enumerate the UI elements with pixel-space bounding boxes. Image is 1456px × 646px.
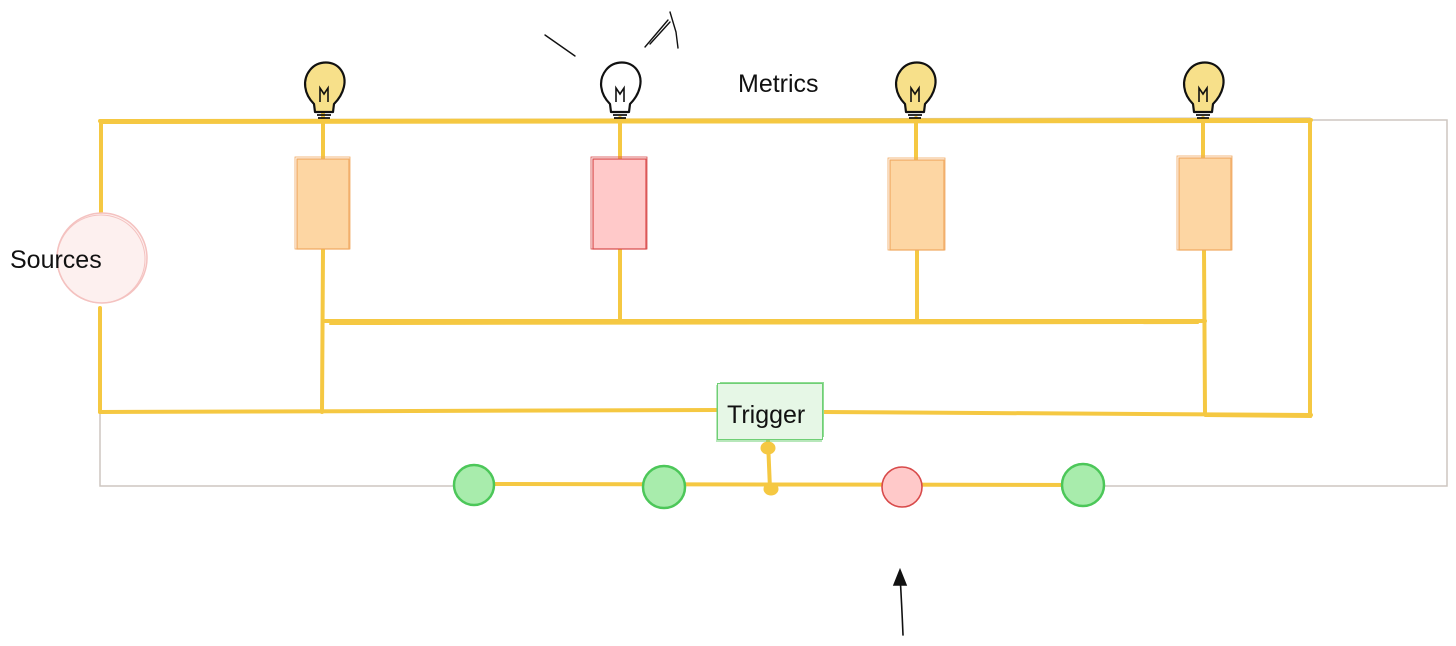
sources-label: Sources: [10, 246, 102, 274]
wire-middle-bus-sketch: [329, 322, 1199, 325]
yellow-wires: [98, 106, 1313, 491]
sources-circle-sketch: [56, 214, 146, 304]
resistor-group: [294, 155, 1233, 251]
resistor-3-sketch: [887, 157, 946, 251]
sources-node[interactable]: [56, 212, 148, 304]
indicator-4[interactable]: [1060, 462, 1106, 508]
outline-left-loop: [99, 413, 456, 487]
wire-bottom-bus-right-sketch: [1204, 415, 1312, 418]
resistor-3[interactable]: [889, 159, 945, 251]
stray-stroke-left: [544, 34, 576, 57]
sketch-strokes: [544, 11, 679, 57]
junction-dots: [760, 441, 779, 496]
junction-dot-upper: [760, 441, 776, 455]
wire-branch-1-bottom: [320, 248, 325, 414]
bulb-group: [304, 61, 1225, 119]
wire-indicator-bus: [473, 482, 1085, 487]
arrow-up-icon: [892, 567, 908, 636]
metrics-label: Metrics: [738, 70, 819, 98]
trigger-box[interactable]: [717, 383, 823, 440]
wire-bottom-bus-right: [821, 410, 1313, 417]
indicator-group: [452, 462, 1106, 510]
wire-branch-4-bottom: [1202, 248, 1207, 414]
indicator-3[interactable]: [881, 466, 923, 508]
resistor-1[interactable]: [296, 158, 350, 250]
resistor-4[interactable]: [1178, 157, 1232, 251]
resistor-2[interactable]: [592, 158, 647, 250]
bulb-icon[interactable]: [304, 61, 346, 119]
junction-dot-lower: [763, 482, 779, 496]
wire-top-bus: [98, 118, 1313, 123]
trigger-label: Trigger: [727, 401, 806, 429]
resistor-4-sketch: [1176, 155, 1233, 251]
resistor-2-sketch: [590, 156, 648, 250]
wire-top-bus-sketch: [101, 121, 1310, 124]
indicator-1[interactable]: [452, 463, 496, 507]
bulb-icon[interactable]: [600, 61, 642, 119]
stray-stroke-right: [644, 19, 671, 48]
indicator-2[interactable]: [641, 464, 687, 510]
wire-bottom-bus-left: [98, 408, 719, 414]
bulb-icon[interactable]: [1183, 61, 1225, 119]
bulb-icon[interactable]: [895, 61, 937, 119]
outline-right-loop: [1099, 119, 1448, 487]
stray-stroke-curl: [669, 11, 679, 49]
resistor-1-sketch: [294, 156, 351, 250]
